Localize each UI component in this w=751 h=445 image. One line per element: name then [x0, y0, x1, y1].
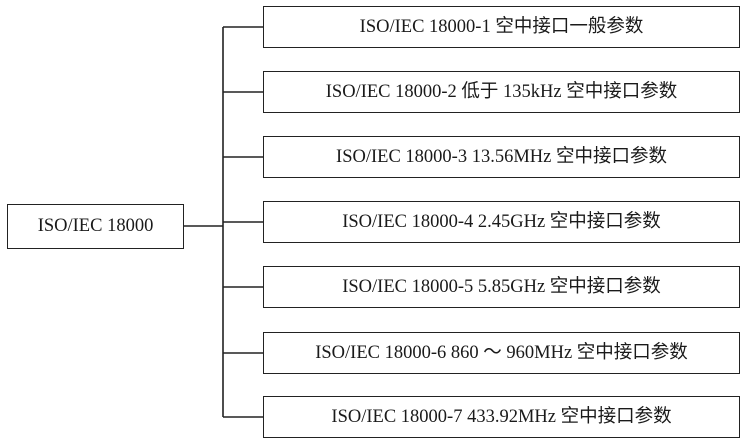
child-node-label: ISO/IEC 18000-7 433.92MHz 空中接口参数: [331, 406, 672, 427]
root-node: ISO/IEC 18000: [7, 204, 184, 249]
child-node-part-1: ISO/IEC 18000-1 空中接口一般参数: [263, 6, 740, 48]
root-node-label: ISO/IEC 18000: [37, 216, 154, 237]
child-node-part-3: ISO/IEC 18000-3 13.56MHz 空中接口参数: [263, 136, 740, 178]
child-node-label: ISO/IEC 18000-2 低于 135kHz 空中接口参数: [325, 81, 678, 102]
child-node-part-7: ISO/IEC 18000-7 433.92MHz 空中接口参数: [263, 396, 740, 438]
child-node-label: ISO/IEC 18000-4 2.45GHz 空中接口参数: [342, 211, 661, 232]
child-node-part-2: ISO/IEC 18000-2 低于 135kHz 空中接口参数: [263, 71, 740, 113]
child-node-part-5: ISO/IEC 18000-5 5.85GHz 空中接口参数: [263, 266, 740, 308]
child-node-label: ISO/IEC 18000-5 5.85GHz 空中接口参数: [342, 276, 661, 297]
child-node-label: ISO/IEC 18000-1 空中接口一般参数: [359, 16, 644, 37]
child-node-part-4: ISO/IEC 18000-4 2.45GHz 空中接口参数: [263, 201, 740, 243]
child-node-label: ISO/IEC 18000-6 860 ～ 960MHz 空中接口参数: [315, 342, 688, 363]
child-node-part-6: ISO/IEC 18000-6 860 ～ 960MHz 空中接口参数: [263, 332, 740, 374]
child-node-label: ISO/IEC 18000-3 13.56MHz 空中接口参数: [336, 146, 667, 167]
